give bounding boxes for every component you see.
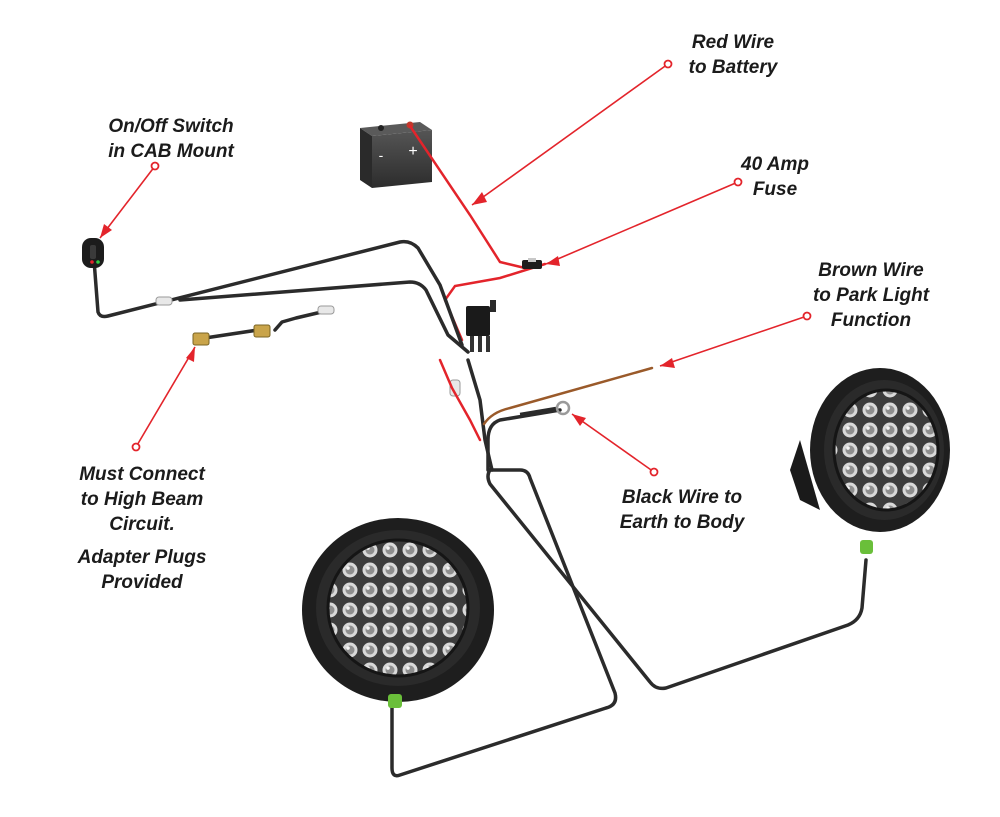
arrowhead-brown-wire <box>660 358 675 368</box>
fuse-holder <box>522 258 542 269</box>
harness-connectors <box>155 296 461 397</box>
callout-dot-switch <box>150 161 160 171</box>
on-off-switch <box>82 238 104 268</box>
callout-lines <box>99 63 808 473</box>
battery-side <box>360 128 372 188</box>
callout-line-red-wire <box>471 63 669 206</box>
right-light-plug <box>860 540 873 554</box>
brown-park-light-wire <box>482 366 654 426</box>
arrowhead-high-beam <box>186 347 195 362</box>
right-driving-light <box>790 368 950 554</box>
callout-dot-brown-wire <box>802 311 812 321</box>
battery: - + <box>360 121 432 188</box>
arrowhead-black-wire <box>572 414 586 426</box>
label-switch: On/Off Switch in CAB Mount <box>88 114 254 164</box>
callout-line-brown-wire <box>659 315 808 367</box>
callout-line-switch <box>99 165 156 239</box>
label-brown-wire-line1: Brown Wire <box>818 260 924 281</box>
label-high-beam-line5: Provided <box>101 572 183 593</box>
label-black-wire-line2: Earth to Body <box>619 512 745 533</box>
callout-arrowheads <box>100 192 675 426</box>
battery-plus-sign: + <box>408 143 417 160</box>
arrowhead-fuse <box>546 256 560 266</box>
label-brown-wire: Brown Wire to Park Light Function <box>796 258 946 333</box>
red-main-wire <box>438 358 482 442</box>
high-beam-adapter-plugs <box>192 324 271 346</box>
label-high-beam-line3: Circuit. <box>109 514 175 535</box>
callout-line-fuse <box>545 181 739 265</box>
label-fuse-line2: Fuse <box>752 179 798 200</box>
battery-minus-sign: - <box>379 147 384 163</box>
callout-dot-red-wire <box>663 59 673 69</box>
label-black-wire: Black Wire to Earth to Body <box>598 485 766 535</box>
harness-wires <box>92 239 868 778</box>
battery-negative-terminal <box>378 125 384 131</box>
label-brown-wire-line3: Function <box>830 310 912 331</box>
label-red-wire-line1: Red Wire <box>691 32 775 53</box>
label-fuse: 40 Amp Fuse <box>720 152 830 202</box>
label-brown-wire-line2: to Park Light <box>812 285 930 306</box>
callout-dot-high-beam <box>131 442 141 452</box>
arrowhead-switch <box>100 224 112 238</box>
label-high-beam-line2: to High Beam <box>80 489 204 510</box>
battery-top <box>360 122 432 136</box>
callout-line-high-beam <box>135 346 196 448</box>
left-driving-light <box>302 518 494 708</box>
battery-front <box>372 130 432 188</box>
label-red-wire-line2: to Battery <box>688 57 778 78</box>
relay <box>466 300 496 352</box>
callout-line-black-wire <box>571 413 655 473</box>
label-fuse-line1: 40 Amp <box>741 154 809 175</box>
label-high-beam-line4: Adapter Plugs <box>77 547 207 568</box>
left-light-plug <box>388 694 402 708</box>
callout-dots <box>131 59 812 477</box>
label-switch-line2: in CAB Mount <box>108 141 234 162</box>
label-red-wire: Red Wire to Battery <box>668 30 798 80</box>
label-black-wire-line1: Black Wire to <box>621 487 743 508</box>
earth-ring-terminal <box>519 400 571 416</box>
callout-dot-black-wire <box>649 467 659 477</box>
callout-dot-fuse <box>733 177 743 187</box>
arrowhead-red-wire <box>472 192 487 205</box>
label-switch-line1: On/Off Switch <box>108 116 234 137</box>
label-high-beam-line1: Must Connect <box>79 464 205 485</box>
label-high-beam: Must Connect to High Beam Circuit. Adapt… <box>56 462 228 595</box>
